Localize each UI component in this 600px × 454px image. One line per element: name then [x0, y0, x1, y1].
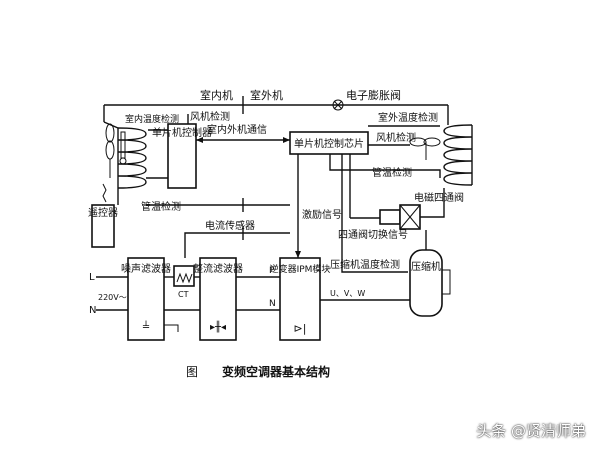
label-bus-p: P	[269, 266, 275, 276]
label-ct: CT	[178, 290, 189, 299]
label-valve-switch-signal: 四通阀切换信号	[338, 228, 408, 241]
rectifier-filter-box	[199, 257, 237, 341]
label-mcu-chip: 单片机控制芯片	[294, 137, 364, 150]
label-outdoor-temp-detect: 室外温度检测	[378, 111, 438, 124]
label-pipe-temp-outdoor: 管温检测	[372, 166, 412, 179]
arrow-mcu-to-ipm	[295, 251, 301, 258]
indoor-fan-icon	[105, 123, 115, 178]
label-line-n: N	[89, 305, 96, 316]
rectifier-symbol: ▸╫◂	[210, 320, 226, 333]
comm-arrow-left	[196, 137, 203, 143]
label-solenoid-4way-valve: 电磁四通阀	[414, 191, 464, 204]
noise-filter-ground-symbol: ╧	[142, 320, 150, 333]
mcu-chip-box	[289, 131, 369, 155]
label-indoor-unit: 室内机	[200, 88, 233, 102]
label-indoor-temp-detect: 室内温度检测	[125, 113, 179, 125]
outdoor-coil-icon	[443, 124, 473, 186]
label-excitation-signal: 激励信号	[302, 208, 342, 221]
indoor-coil-icon	[103, 121, 147, 205]
ct-coil-icon	[176, 272, 193, 284]
label-fan-detect-indoor: 风机检测	[190, 110, 230, 123]
label-outdoor-unit: 室外机	[250, 88, 283, 102]
wire-noise-ground	[164, 324, 179, 332]
compressor-icon	[409, 249, 451, 317]
indoor-thermometer-icon	[119, 131, 127, 165]
label-single-chip-controller: 单片机控制器	[152, 126, 212, 139]
label-compressor: 压缩机	[411, 260, 441, 273]
inverter-ipm-box	[279, 257, 321, 341]
label-line-l: L	[89, 272, 95, 283]
label-compressor-temp-detect: 压缩机温度检测	[330, 258, 400, 271]
diagram-caption: 变频空调器基本结构	[222, 364, 330, 379]
label-input-voltage: 220V～	[98, 293, 127, 302]
label-indoor-outdoor-comm: 室内外机通信	[207, 123, 267, 136]
label-uvw: U、V、W	[330, 289, 365, 298]
ipm-transistor-symbol: ⊳|	[294, 322, 307, 335]
watermark-text: 头条 @贤清师弟	[476, 422, 586, 440]
label-current-sensor: 电流传感器	[205, 219, 255, 232]
noise-filter-box	[127, 257, 165, 341]
remote-controller-box	[91, 204, 115, 248]
expansion-valve-icon	[332, 99, 344, 111]
label-fan-detect-outdoor: 风机检测	[376, 131, 416, 144]
label-rectifier-filter: 整流滤波器	[193, 262, 243, 275]
label-pipe-temp-indoor: 管温检测	[141, 200, 181, 213]
label-bus-n: N	[269, 299, 276, 309]
pipe-valve-to-coil	[420, 188, 445, 218]
solenoid-4way-valve-icon	[379, 204, 421, 230]
caption-prefix: 图	[186, 365, 198, 379]
label-remote-controller: 遥控器	[88, 206, 118, 219]
comm-arrow-right	[283, 137, 290, 143]
outdoor-fan-icon	[409, 137, 441, 160]
ir-signal-icon	[102, 183, 107, 203]
top-bus-line	[103, 96, 449, 125]
single-chip-controller-box	[167, 123, 197, 189]
label-noise-filter: 噪声滤波器	[121, 262, 171, 275]
line-pipe-temp-outdoor	[329, 154, 441, 178]
label-expansion-valve: 电子膨胀阀	[346, 88, 401, 102]
line-compressor-temp	[341, 154, 408, 273]
label-inverter-ipm: 逆变器IPM模块	[270, 263, 331, 275]
line-current-sensor	[184, 232, 290, 258]
